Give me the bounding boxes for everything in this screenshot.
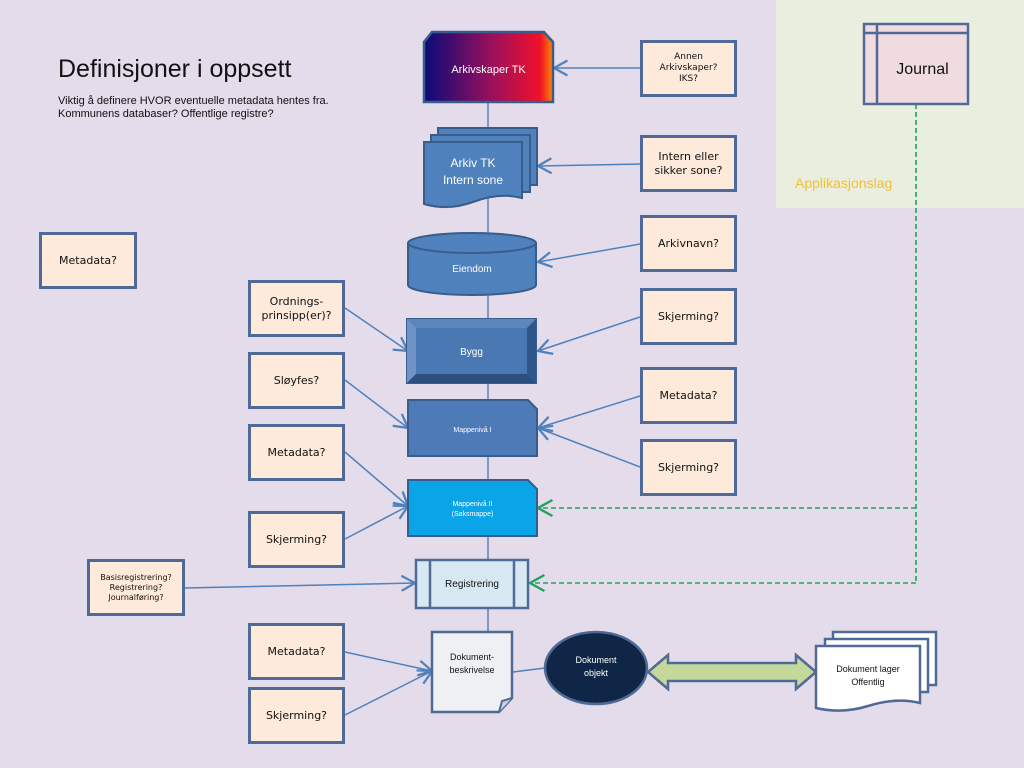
dokument-lager-label: Dokument lager Offentlig xyxy=(816,660,920,692)
dokument-objekt-node[interactable] xyxy=(543,630,649,706)
connector-dok-objekt xyxy=(512,667,546,673)
mappeniva2-label: Mappenivå II (Saksmappe) xyxy=(408,496,537,524)
question-line: prinsipp(er)? xyxy=(261,308,332,322)
connector-metadata-m2 xyxy=(344,451,410,508)
dokumentbeskrivelse-label-line1: Dokument- xyxy=(449,652,494,662)
question-line: Basisregistrering? xyxy=(100,572,172,582)
dokument-objekt-label-line1: Dokument xyxy=(575,655,617,665)
question-metadata-dokument[interactable]: Metadata? xyxy=(248,623,345,680)
mappeniva2-label-line2: (Saksmappe) xyxy=(451,511,494,518)
question-metadata-mappeniva1[interactable]: Metadata? xyxy=(640,367,737,424)
dokumentbeskrivelse-label: Dokument- beskrivelse xyxy=(432,648,512,680)
journal-node[interactable] xyxy=(862,22,970,106)
connector-intern-sone xyxy=(535,157,641,175)
registrering-label: Registrering xyxy=(445,578,499,590)
arkivskaper-node[interactable] xyxy=(422,30,555,104)
arkivskaper-label: Arkivskaper TK xyxy=(451,64,526,76)
arkiv-node[interactable] xyxy=(423,127,538,208)
question-line: Annen xyxy=(674,52,703,62)
question-intern-sone[interactable]: Intern eller sikker sone? xyxy=(640,135,737,192)
bygg-label: Bygg xyxy=(460,346,483,358)
double-arrow-icon xyxy=(646,652,818,692)
connector-arkivnavn xyxy=(535,243,641,269)
page-subtitle: Viktig å definere HVOR eventuelle metada… xyxy=(58,95,329,120)
dokument-lager-label-line2: Offentlig xyxy=(851,677,885,687)
page-title: Definisjoner i oppsett xyxy=(58,55,292,83)
question-arkivnavn[interactable]: Arkivnavn? xyxy=(640,215,737,272)
mappeniva1-node[interactable] xyxy=(407,399,538,457)
question-line: Intern eller xyxy=(658,149,719,163)
registrering-node[interactable] xyxy=(414,558,530,610)
question-ordningsprinsipp[interactable]: Ordnings- prinsipp(er)? xyxy=(248,280,345,337)
connector-metadata-dok xyxy=(344,651,435,677)
question-sloyfes[interactable]: Sløyfes? xyxy=(248,352,345,409)
question-annen-arkivskaper[interactable]: Annen Arkivskaper? IKS? xyxy=(640,40,737,97)
question-line: Registrering? xyxy=(109,582,163,592)
question-skjerming-dokument[interactable]: Skjerming? xyxy=(248,687,345,744)
question-line: IKS? xyxy=(678,74,699,84)
arkiv-label-line2: Intern sone xyxy=(442,173,504,187)
arkiv-label-line1: Arkiv TK xyxy=(450,156,496,170)
question-line: Journalføring? xyxy=(108,592,164,602)
dokument-objekt-label-line2: objekt xyxy=(583,668,609,678)
question-metadata-mappeniva2[interactable]: Metadata? xyxy=(248,424,345,481)
application-layer-label: Applikasjonslag xyxy=(795,175,893,191)
question-line: Ordnings- xyxy=(269,294,324,308)
mappeniva2-label-line1: Mappenivå II xyxy=(452,501,493,508)
folded-corner-icon xyxy=(498,697,513,713)
eiendom-label: Eiendom xyxy=(452,263,492,275)
dokument-lager-node[interactable] xyxy=(814,630,938,712)
mappeniva2-node[interactable] xyxy=(407,479,538,537)
arkiv-label: Arkiv TK Intern sone xyxy=(424,152,522,192)
connector-skjerming-bygg xyxy=(535,316,641,355)
connector-skjerming-m1 xyxy=(535,424,641,468)
question-line: sikker sone? xyxy=(654,163,723,177)
dokument-lager-label-line1: Dokument lager xyxy=(836,664,900,674)
eiendom-node[interactable] xyxy=(407,232,537,296)
bygg-node[interactable] xyxy=(406,318,537,384)
connector-sloyfes xyxy=(344,379,410,430)
connector-ordningsprinsipp xyxy=(344,307,410,353)
question-skjerming-mappeniva2[interactable]: Skjerming? xyxy=(248,511,345,568)
connector-skjerming-dok xyxy=(344,669,435,716)
question-metadata-general[interactable]: Metadata? xyxy=(39,232,137,289)
dokumentbeskrivelse-label-line2: beskrivelse xyxy=(449,665,495,675)
connector-metadata-m1 xyxy=(535,395,641,433)
dokument-objekt-label: Dokument objekt xyxy=(545,652,647,682)
question-skjerming-mappeniva1[interactable]: Skjerming? xyxy=(640,439,737,496)
question-skjerming-bygg[interactable]: Skjerming? xyxy=(640,288,737,345)
question-basisregistrering[interactable]: Basisregistrering? Registrering? Journal… xyxy=(87,559,185,616)
connector-skjerming-m2 xyxy=(344,504,411,540)
question-line: Arkivskaper? xyxy=(659,63,718,73)
connector-basisregistrering xyxy=(183,574,418,592)
mappeniva1-label: Mappenivå I xyxy=(453,426,492,434)
journal-label: Journal xyxy=(896,61,949,78)
